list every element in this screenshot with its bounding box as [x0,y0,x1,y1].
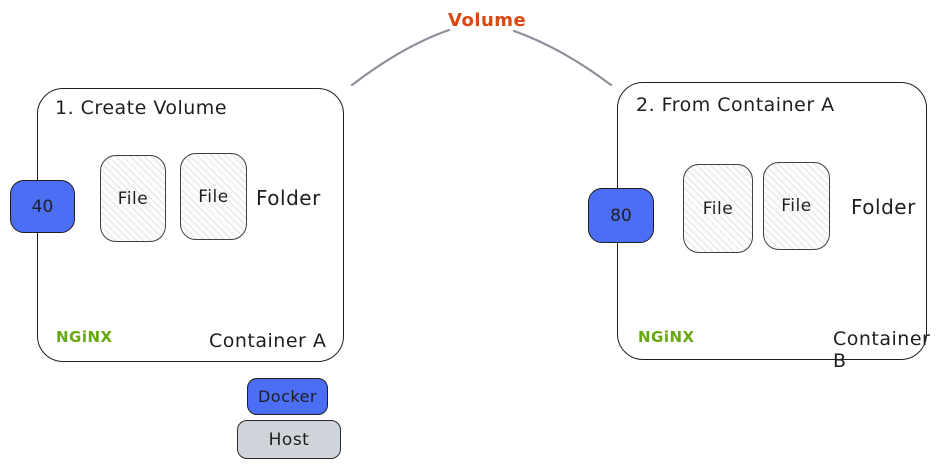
file-label: File [117,188,149,209]
host-label: Host [268,429,310,450]
container-a-name-label: Container A [209,330,327,352]
container-b-port-badge: 80 [588,188,654,243]
container-a-port-badge: 40 [10,180,75,233]
container-b-nginx-label: NGiNX [638,328,695,346]
container-a-file-1: File [100,155,166,242]
container-b-port-value: 80 [610,205,632,226]
volume-connector-right [512,29,613,87]
container-b-folder-label: Folder [851,195,916,219]
docker-layer-box: Docker [247,378,328,415]
host-layer-box: Host [237,420,341,459]
file-label: File [198,186,229,207]
container-a-port-value: 40 [31,196,54,217]
volume-connector-left [350,28,451,87]
container-a-folder-label: Folder [256,186,321,210]
container-a-nginx-label: NGiNX [56,328,113,346]
container-a-file-2: File [180,153,247,240]
container-b-name-label: Container B [833,328,931,372]
file-label: File [781,196,812,216]
docker-label: Docker [257,387,318,406]
volume-label: Volume [448,10,527,31]
container-a-title: 1. Create Volume [55,97,228,119]
container-b-file-1: File [683,164,753,253]
file-label: File [702,198,734,219]
container-b-file-2: File [763,162,830,250]
container-b-title: 2. From Container A [636,94,835,116]
